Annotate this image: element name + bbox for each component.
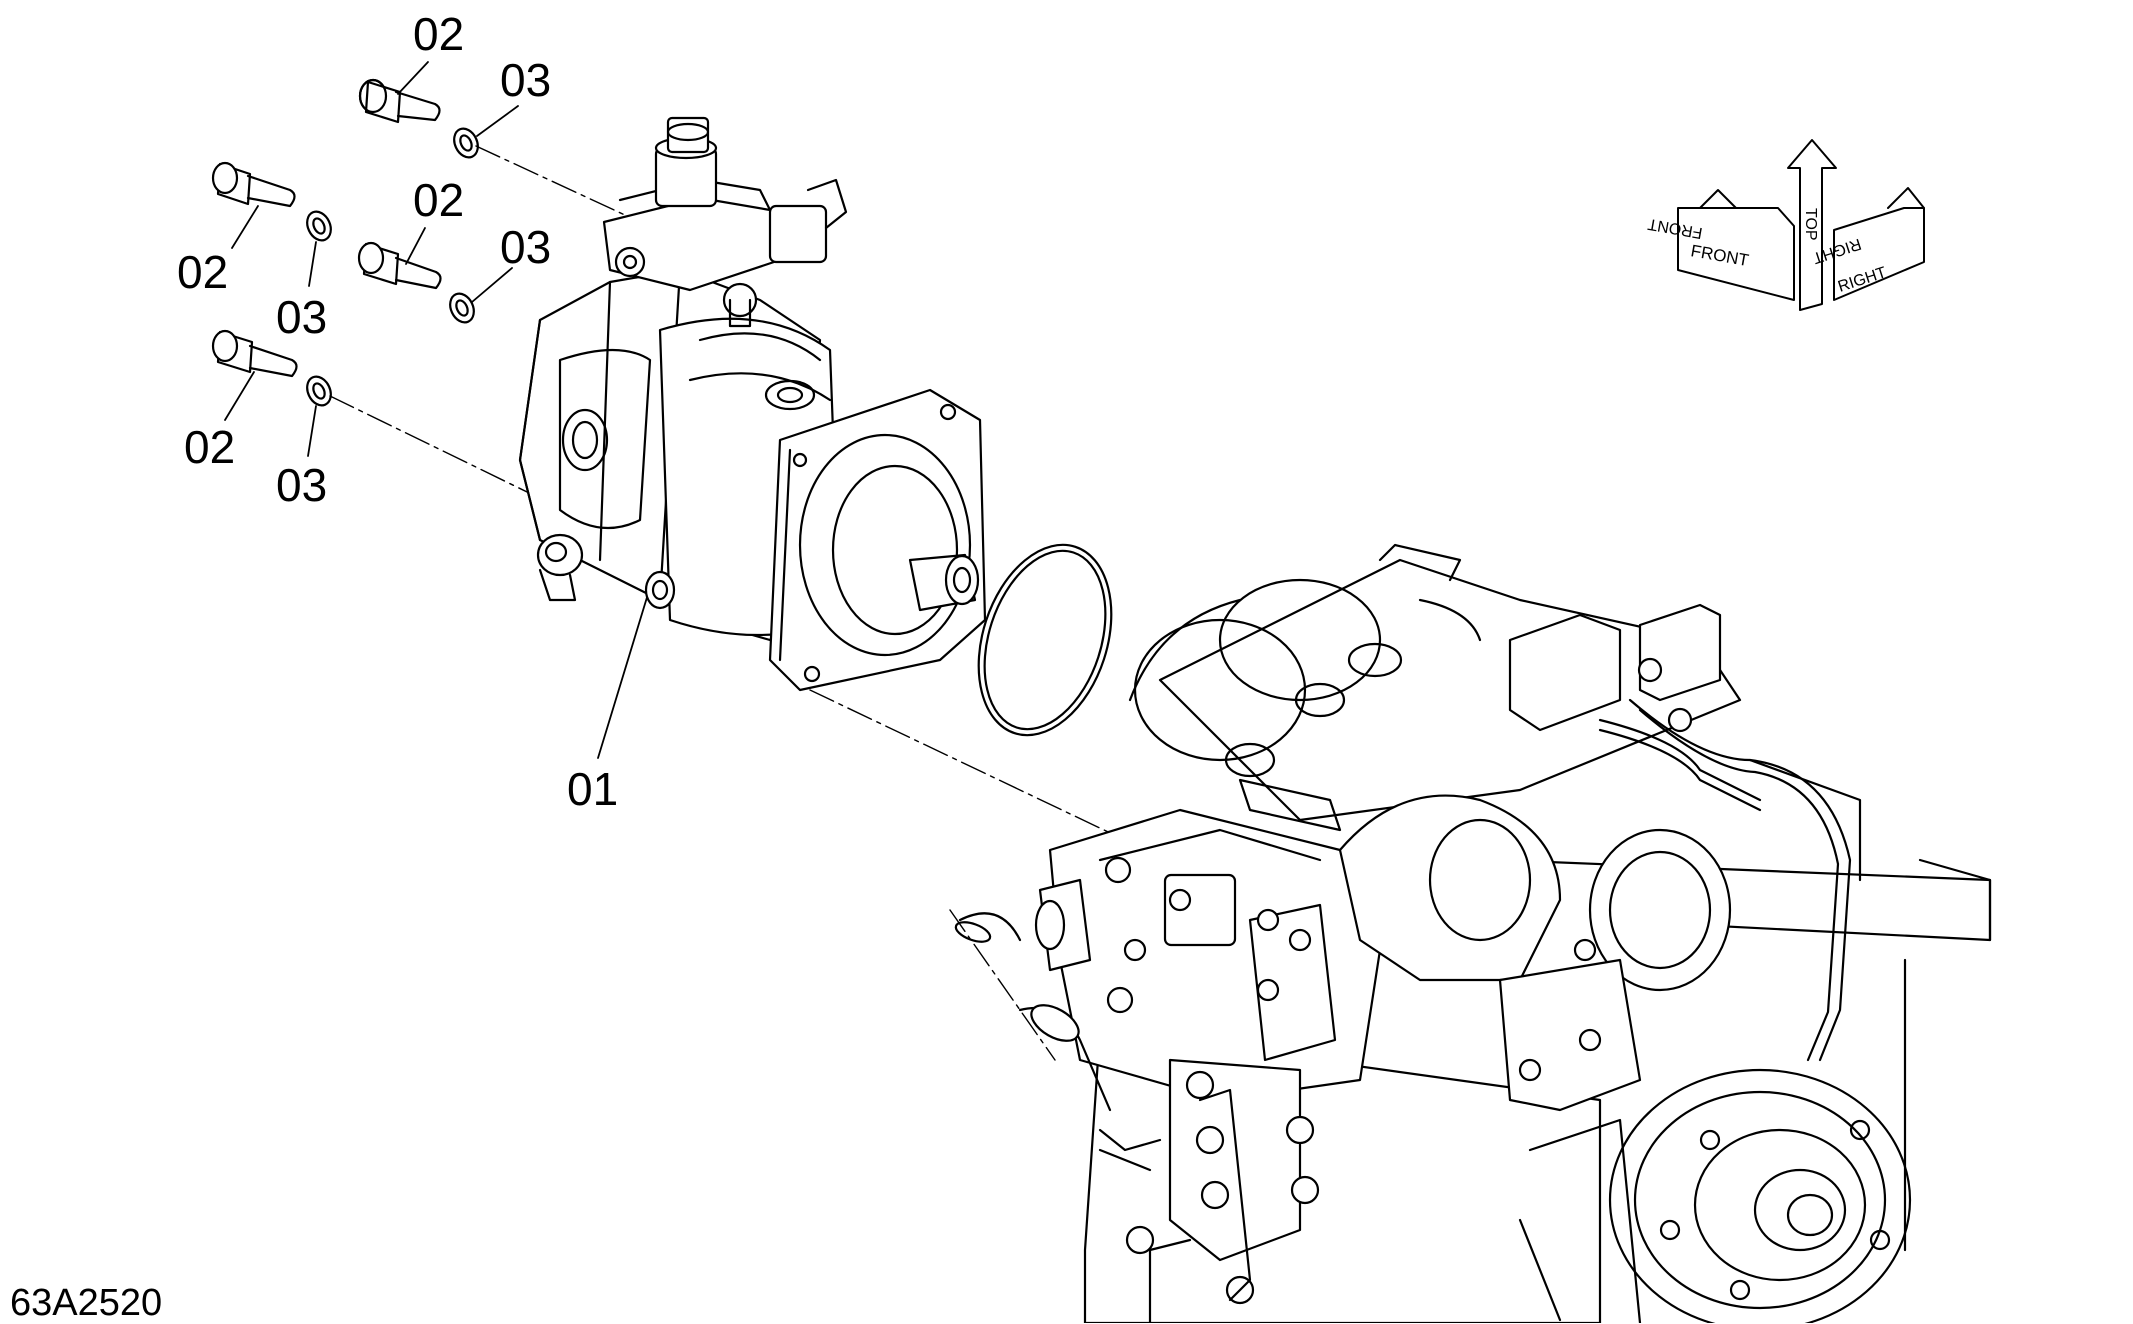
callout-01: 01: [567, 763, 619, 815]
hydraulic-motor-01: [518, 116, 987, 692]
callout-03-b: 03: [276, 291, 328, 343]
drawing-number: 63A2520: [10, 1282, 163, 1324]
assembly-centerlines: [329, 145, 1126, 1061]
callout-02-d: 02: [184, 421, 236, 473]
bolt-02-a: [358, 78, 441, 124]
callout-02-a: 02: [413, 8, 465, 60]
bolt-02-c: [357, 241, 442, 290]
bolt-02-d: [211, 329, 298, 378]
transmission-assembly: [958, 543, 1992, 1323]
o-ring: [977, 543, 1113, 737]
retaining-clip: [954, 921, 992, 943]
washer-03-a: [453, 127, 479, 159]
orientation-top-label: TOP: [1802, 208, 1819, 241]
leader-lines: [224, 61, 649, 759]
callout-02-b: 02: [177, 246, 229, 298]
washer-03-c: [449, 292, 475, 324]
washer-03-b: [306, 210, 332, 242]
orientation-icon: FRONT FRONT TOP RIGHT RIGHT: [1646, 139, 1925, 311]
callout-03-c: 03: [500, 221, 552, 273]
callout-02-c: 02: [413, 174, 465, 226]
bolt-02-b: [211, 161, 296, 208]
callout-03-a: 03: [500, 54, 552, 106]
callout-03-d: 03: [276, 459, 328, 511]
washer-03-d: [306, 375, 332, 407]
